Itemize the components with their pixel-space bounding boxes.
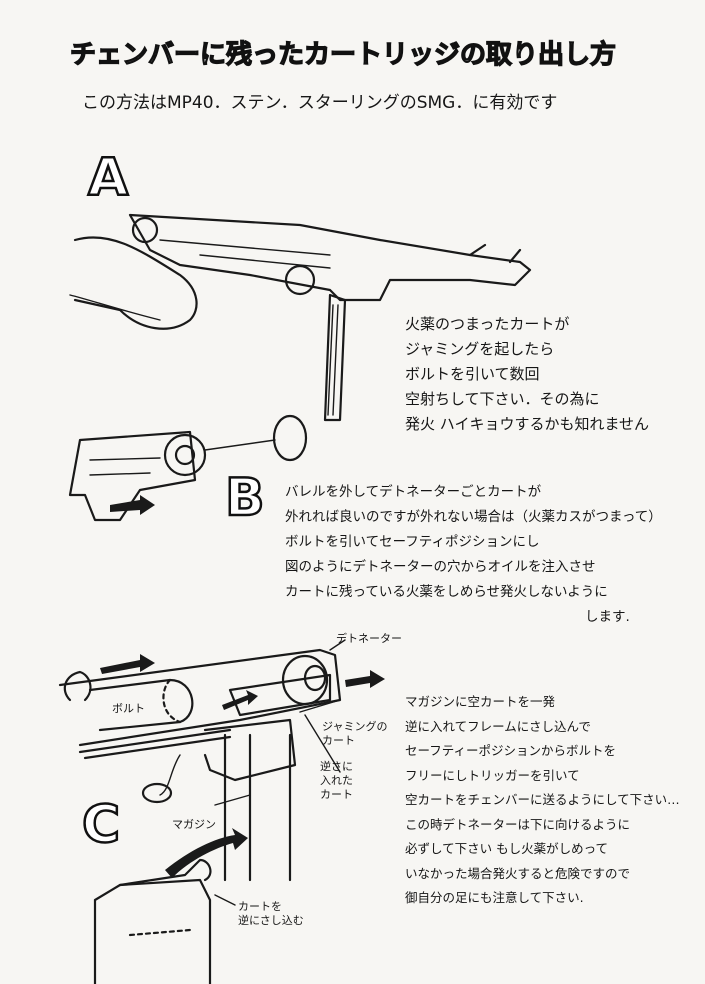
section-a-text: 火薬のつまったカートが ジャミングを起したら ボルトを引いて数回 空射ちして下さ… (405, 312, 649, 437)
text-line: フリーにしトリッガーを引いて (405, 767, 580, 783)
label-magazine: マガジン (172, 818, 216, 831)
label-insert-cart: カートを 逆にさし込む (238, 900, 304, 928)
section-letter-b: B (224, 467, 266, 530)
label-line: カートを (238, 900, 282, 913)
text-line: 御自分の足にも注意して下さい. (405, 890, 584, 905)
text-line: カートに残っている火薬をしめらせ発火しないように (285, 584, 608, 600)
page-subtitle: この方法はMP40．ステン．スターリングのSMG．に有効です (82, 93, 558, 113)
text-line: ボルトを引いてセーフティポジションにし (285, 534, 540, 550)
section-b-text: バレルを外してデトネーターごとカートが 外れれば良いのですが外れない場合は（火薬… (285, 480, 662, 630)
label-reversed-cart: 逆さに 入れた カート (320, 760, 353, 802)
section-letter-a: A (87, 147, 130, 210)
text-line: いなかった場合発火すると危険ですので (405, 865, 631, 881)
text-line: バレルを外してデトネーターごとカートが (285, 484, 542, 500)
receiver-illustration-c (58, 639, 385, 984)
text-line: マガジンに空カートを一発 (405, 694, 556, 709)
text-line: します. (585, 609, 630, 625)
text-line: この時デトネーターは下に向けるように (405, 816, 631, 832)
text-line: セーフティーポジションからボルトを (405, 743, 617, 758)
smg-illustration-a (69, 213, 532, 422)
label-line: 逆にさし込む (238, 914, 304, 927)
text-line: 発火 ハイキョウするかも知れません (405, 415, 650, 433)
section-letter-c: C (81, 794, 122, 857)
text-line: 外れれば良いのですが外れない場合は（火薬カスがつまって） (285, 509, 662, 525)
label-line: カート (322, 734, 355, 747)
text-line: ジャミングを起したら (405, 340, 555, 358)
text-line: 必ずして下さい もし火薬がしめって (405, 841, 608, 856)
text-line: ボルトを引いて数回 (405, 365, 540, 383)
label-bolt: ボルト (112, 702, 145, 715)
text-line: 図のようにデトネーターの穴からオイルを注入させ (285, 559, 596, 575)
label-line: 入れた (320, 774, 353, 787)
label-detonator: デトネーター (336, 632, 402, 645)
label-line: カート (320, 788, 353, 801)
section-c-text: マガジンに空カートを一発 逆に入れてフレームにさし込んで セーフティーポジション… (405, 690, 680, 911)
text-line: 逆に入れてフレームにさし込んで (405, 718, 591, 734)
label-line: ジャミングの (322, 720, 388, 733)
receiver-illustration-b (68, 414, 308, 522)
label-line: 逆さに (320, 760, 353, 773)
page-title: チェンバーに残ったカートリッジの取り出し方 (69, 39, 617, 70)
text-line: 火薬のつまったカートが (405, 315, 570, 333)
text-line: 空射ちして下さい．その為に (405, 390, 600, 408)
text-line: 空カートをチェンバーに送るようにして下さい… (405, 792, 680, 807)
label-jammed-cart: ジャミングの カート (322, 720, 387, 748)
